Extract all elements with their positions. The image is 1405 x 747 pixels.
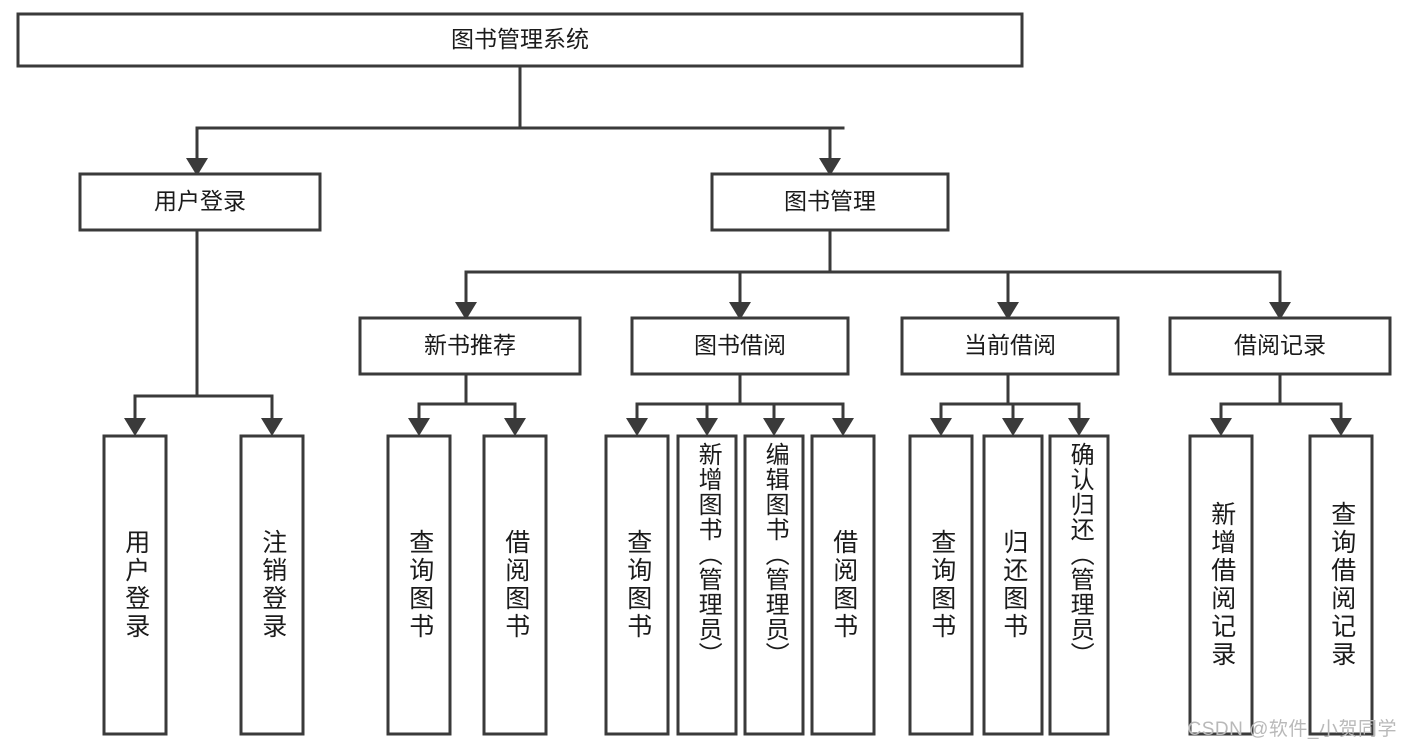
node-book-manage[interactable]: 图书管理 bbox=[710, 172, 950, 232]
connector-root-to-level2 bbox=[186, 64, 845, 176]
arrow-head-leaf-query-record bbox=[1330, 418, 1352, 436]
arrow-head-leaf-user-logout bbox=[261, 418, 283, 436]
node-leaf-user-logout-box[interactable] bbox=[239, 434, 305, 736]
arrow-head-leaf-add-book bbox=[696, 418, 718, 436]
node-root-box[interactable] bbox=[16, 12, 1024, 68]
node-current-borrow[interactable]: 当前借阅 bbox=[900, 316, 1120, 376]
node-leaf-add-record-box[interactable] bbox=[1188, 434, 1254, 736]
arrow-head-leaf-confirm-return bbox=[1068, 418, 1090, 436]
node-leaf-return-book-box[interactable] bbox=[982, 434, 1044, 736]
node-book-borrow-label: 图书借阅 bbox=[694, 332, 786, 358]
arrow-head-user-login bbox=[186, 158, 208, 176]
node-root-label: 图书管理系统 bbox=[451, 26, 589, 52]
node-user-login-label: 用户登录 bbox=[154, 188, 246, 214]
node-new-book-rec-label: 新书推荐 bbox=[424, 332, 516, 358]
connector-user-login-to-leaves bbox=[124, 228, 283, 436]
node-new-book-rec-box[interactable] bbox=[358, 316, 582, 376]
node-book-manage-label: 图书管理 bbox=[784, 188, 876, 214]
node-borrow-record-box[interactable] bbox=[1168, 316, 1392, 376]
node-user-login[interactable]: 用户登录 bbox=[78, 172, 322, 232]
node-book-borrow-box[interactable] bbox=[630, 316, 850, 376]
node-leaf-borrow-book-1-box[interactable] bbox=[482, 434, 548, 736]
node-user-login-box[interactable] bbox=[78, 172, 322, 232]
arrow-head-book-borrow bbox=[729, 302, 751, 320]
node-leaf-query-book-1-box[interactable] bbox=[386, 434, 452, 736]
connector-book-manage-to-level3 bbox=[455, 228, 1291, 320]
node-root[interactable]: 图书管理系统 bbox=[16, 12, 1024, 68]
node-borrow-record[interactable]: 借阅记录 bbox=[1168, 316, 1392, 376]
node-leaf-borrow-book-2-box[interactable] bbox=[810, 434, 876, 736]
connector-borrow-record-to-leaves bbox=[1210, 372, 1352, 436]
arrow-head-leaf-return-book bbox=[1002, 418, 1024, 436]
connector-book-borrow-to-leaves bbox=[626, 372, 854, 436]
leaf-boxes bbox=[102, 434, 1374, 736]
arrow-head-leaf-borrow-book-1 bbox=[504, 418, 526, 436]
node-leaf-query-record-box[interactable] bbox=[1308, 434, 1374, 736]
node-current-borrow-box[interactable] bbox=[900, 316, 1120, 376]
node-book-manage-box[interactable] bbox=[710, 172, 950, 232]
node-leaf-user-login-box[interactable] bbox=[102, 434, 168, 736]
arrow-head-leaf-user-login bbox=[124, 418, 146, 436]
watermark-text: CSDN @软件_小贺同学 bbox=[1187, 719, 1397, 740]
node-leaf-add-book-box[interactable] bbox=[676, 434, 738, 736]
arrow-head-borrow-record bbox=[1269, 302, 1291, 320]
node-borrow-record-label: 借阅记录 bbox=[1234, 332, 1326, 358]
node-leaf-confirm-return-box[interactable] bbox=[1048, 434, 1110, 736]
arrow-head-leaf-add-record bbox=[1210, 418, 1232, 436]
arrow-head-leaf-query-book-1 bbox=[408, 418, 430, 436]
node-leaf-query-book-3-box[interactable] bbox=[908, 434, 974, 736]
node-current-borrow-label: 当前借阅 bbox=[964, 332, 1056, 358]
arrow-head-current-borrow bbox=[997, 302, 1019, 320]
connector-current-borrow-to-leaves bbox=[930, 372, 1090, 436]
arrow-head-leaf-borrow-book-2 bbox=[832, 418, 854, 436]
node-leaf-query-book-2-box[interactable] bbox=[604, 434, 670, 736]
arrow-head-leaf-query-book-2 bbox=[626, 418, 648, 436]
node-book-borrow[interactable]: 图书借阅 bbox=[630, 316, 850, 376]
node-new-book-rec[interactable]: 新书推荐 bbox=[358, 316, 582, 376]
connector-new-book-rec-to-leaves bbox=[408, 372, 526, 436]
arrow-head-leaf-edit-book bbox=[763, 418, 785, 436]
node-leaf-edit-book-box[interactable] bbox=[743, 434, 805, 736]
arrow-head-book-manage bbox=[819, 158, 841, 176]
arrow-head-leaf-query-book-3 bbox=[930, 418, 952, 436]
arrow-head-new-book-rec bbox=[455, 302, 477, 320]
